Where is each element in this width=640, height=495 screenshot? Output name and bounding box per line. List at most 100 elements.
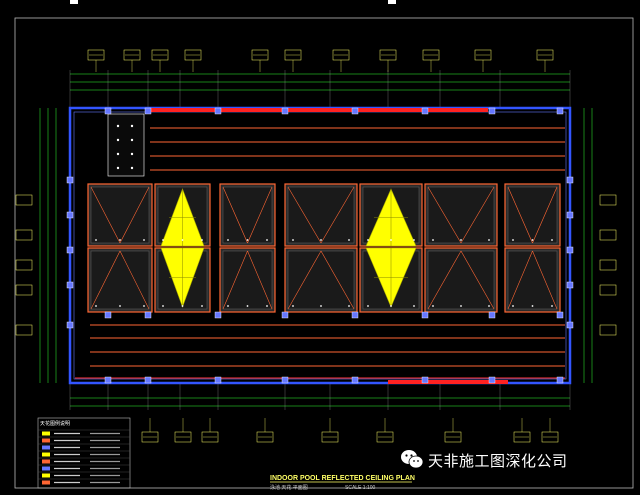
column-mid-4 (351, 311, 359, 319)
panel-diag-b (119, 186, 150, 244)
panel-inner (90, 250, 150, 310)
drawing-title: INDOOR POOL REFLECTED CEILING PLAN (270, 475, 415, 482)
downlight (432, 239, 434, 241)
column-right-4 (566, 321, 574, 329)
column-top-6 (488, 107, 496, 115)
column-mid-2 (214, 311, 222, 319)
stair-dot-0-0 (116, 124, 120, 128)
downlight (531, 239, 534, 241)
legend-swatch-6 (42, 473, 50, 478)
downlight (488, 305, 490, 307)
column-right-3 (566, 281, 574, 289)
ceiling-panel-1-0 (154, 183, 211, 247)
stair-dot-2-0 (116, 152, 120, 156)
downlight (512, 305, 514, 307)
column-bottom-0 (104, 376, 112, 384)
downlight (143, 305, 145, 307)
column-bottom-5 (421, 376, 429, 384)
downlight (201, 239, 203, 241)
panel-diag-a (222, 250, 248, 310)
top-red-beam (148, 108, 488, 112)
legend-table: 天花图例说明 (37, 417, 131, 489)
downlight (551, 239, 553, 241)
legend-swatch-0 (42, 431, 50, 436)
border-marker (70, 0, 78, 4)
downlight (367, 305, 369, 307)
downlight (201, 305, 203, 307)
downlight (531, 305, 534, 307)
ceiling-panel-3-1 (284, 247, 358, 313)
downlight (227, 239, 229, 241)
downlight (488, 239, 490, 241)
downlight (551, 305, 553, 307)
column-bottom-6 (488, 376, 496, 384)
column-left-1 (66, 211, 74, 219)
column-bottom-4 (351, 376, 359, 384)
right-tag-0 (599, 194, 617, 206)
stair-dot-3-0 (116, 166, 120, 170)
panel-diag-a (507, 186, 533, 244)
dimension-lines (39, 70, 593, 410)
title-block: INDOOR POOL REFLECTED CEILING PLAN 泳池 天花… (270, 475, 415, 491)
stairwell-dots (116, 124, 134, 170)
stair-dot-1-0 (116, 138, 120, 142)
stairwell-box (107, 113, 145, 177)
panel-diag-a (427, 186, 462, 244)
ceiling-strip-lines (75, 127, 565, 379)
panel-diag-b (247, 250, 273, 310)
downlight (181, 305, 184, 307)
downlight (320, 239, 322, 241)
right-tag-4 (599, 324, 617, 336)
left-tag-3 (15, 284, 33, 296)
panel-diag-b (460, 250, 495, 310)
panel-inner (287, 250, 355, 310)
ceiling-panel-4-1 (359, 247, 423, 313)
downlight (320, 305, 322, 307)
panel-inner (427, 186, 495, 244)
downlight (246, 305, 249, 307)
left-tag-0 (15, 194, 33, 206)
column-right-2 (566, 246, 574, 254)
stair-dot-0-1 (130, 124, 134, 128)
panel-inner (222, 186, 273, 244)
column-top-1 (144, 107, 152, 115)
column-left-2 (66, 246, 74, 254)
ceiling-panel-2-0 (219, 183, 276, 247)
panel-diag-a (287, 186, 322, 244)
legend-swatch-3 (42, 452, 50, 457)
panel-diag-a (222, 186, 248, 244)
panel-diag-b (247, 186, 273, 244)
legend-swatch-4 (42, 459, 50, 464)
column-left-4 (66, 321, 74, 329)
panel-inner (507, 250, 558, 310)
wechat-logo-icon (401, 450, 424, 469)
downlight (348, 239, 350, 241)
panel-diag-a (507, 250, 533, 310)
stair-dot-3-1 (130, 166, 134, 170)
column-mid-0 (104, 311, 112, 319)
column-bottom-7 (556, 376, 564, 384)
ceiling-panel-0-1 (87, 247, 153, 313)
right-tag-1 (599, 229, 617, 241)
column-bottom-3 (281, 376, 289, 384)
downlight (162, 305, 164, 307)
sheet-border (14, 17, 634, 489)
column-top-3 (281, 107, 289, 115)
column-mid-6 (488, 311, 496, 319)
panel-diag-a (287, 250, 322, 310)
ceiling-panel-4-0 (359, 183, 423, 247)
right-tag-2 (599, 259, 617, 271)
legend-title: 天花图例说明 (40, 420, 70, 427)
drawing-subtitle: 泳池 天花 平面图 (270, 484, 308, 491)
column-mid-1 (144, 311, 152, 319)
panel-inner (427, 250, 495, 310)
drawing-scale: SCALE 1:100 (345, 485, 376, 491)
column-left-3 (66, 281, 74, 289)
panel-diag-b (532, 250, 558, 310)
panel-inner (287, 186, 355, 244)
side-callout-tags (15, 194, 617, 336)
column-mid-3 (281, 311, 289, 319)
downlight (266, 305, 268, 307)
downlight (432, 305, 434, 307)
